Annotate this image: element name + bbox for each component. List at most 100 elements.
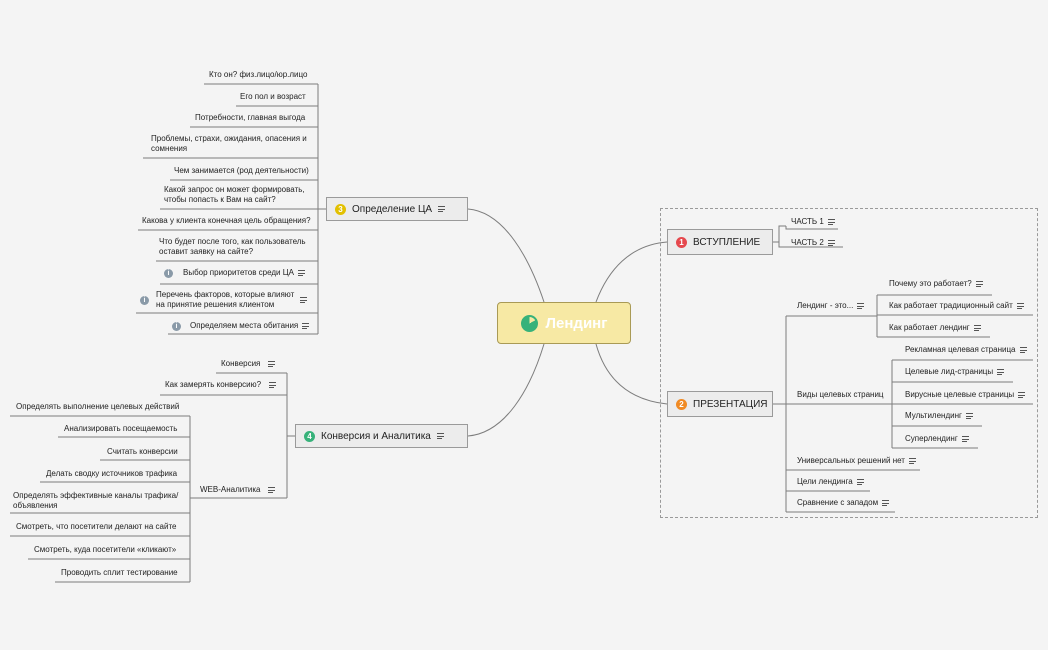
- ca-item-8[interactable]: Что будет после того, как пользователь о…: [159, 237, 311, 257]
- central-topic[interactable]: Лендинг: [497, 302, 631, 344]
- web-item-7[interactable]: Смотреть, куда посетители «кликают»: [34, 545, 176, 555]
- other-2-label: Цели лендинга: [797, 477, 853, 486]
- types-item-2[interactable]: Целевые лид-страницы: [905, 367, 1005, 377]
- priority-1-icon: 1: [676, 236, 687, 248]
- note-icon: [436, 433, 444, 439]
- ca-item-4-label: Проблемы, страхи, ожидания, опасения и с…: [151, 134, 307, 153]
- note-icon: [268, 361, 276, 367]
- ca-item-9-label: Выбор приоритетов среди ЦА: [183, 268, 294, 277]
- types-item-4[interactable]: Мультилендинг: [905, 411, 973, 421]
- ca-item-6-label: Какой запрос он может формировать, чтобы…: [164, 185, 305, 204]
- landing-is-item-1-label: Почему это работает?: [889, 279, 972, 288]
- note-icon: [298, 270, 305, 276]
- web-item-2[interactable]: Анализировать посещаемость: [64, 424, 177, 434]
- types-item-4-label: Мультилендинг: [905, 411, 962, 420]
- ca-item-9[interactable]: i Выбор приоритетов среди ЦА: [164, 268, 305, 278]
- conversion-item-1[interactable]: Конверсия: [221, 359, 276, 369]
- note-icon: [302, 323, 310, 329]
- conversion-item-2[interactable]: Как замерять конверсию?: [165, 380, 277, 390]
- web-item-1-label: Определять выполнение целевых действий: [16, 402, 180, 411]
- ca-item-11[interactable]: i Определяем места обитания: [172, 321, 310, 331]
- landing-is-item-1[interactable]: Почему это работает?: [889, 279, 983, 289]
- presentation-other-1[interactable]: Универсальных решений нет: [797, 456, 916, 466]
- landing-is-item-2-label: Как работает традиционный сайт: [889, 301, 1013, 310]
- note-icon: [1018, 392, 1026, 398]
- topic-vstuplenie[interactable]: 1 ВСТУПЛЕНИЕ: [667, 229, 773, 255]
- web-item-6[interactable]: Смотреть, что посетители делают на сайте: [16, 522, 176, 532]
- ca-item-10[interactable]: i Перечень факторов, которые влияют на п…: [140, 290, 307, 310]
- landing-is-item-2[interactable]: Как работает традиционный сайт: [889, 301, 1024, 311]
- web-item-4[interactable]: Делать сводку источников трафика: [46, 469, 177, 479]
- note-icon: [961, 436, 969, 442]
- info-icon: i: [172, 321, 181, 331]
- ca-item-1[interactable]: Кто он? физ.лицо/юр.лицо: [209, 70, 307, 80]
- priority-2-icon: 2: [676, 398, 687, 410]
- note-icon: [965, 413, 973, 419]
- types-item-1-label: Рекламная целевая страница: [905, 345, 1016, 354]
- note-icon: [1016, 303, 1024, 309]
- note-icon: [300, 297, 307, 303]
- vstuplenie-item-1[interactable]: ЧАСТЬ 1: [791, 217, 835, 227]
- note-icon: [827, 219, 835, 225]
- conversion-item-2-label: Как замерять конверсию?: [165, 380, 262, 389]
- web-item-2-label: Анализировать посещаемость: [64, 424, 178, 433]
- topic-vstuplenie-label: ВСТУПЛЕНИЕ: [693, 236, 761, 248]
- web-item-4-label: Делать сводку источников трафика: [46, 469, 178, 478]
- types-item-2-label: Целевые лид-страницы: [905, 367, 994, 376]
- vstuplenie-item-2-label: ЧАСТЬ 2: [791, 238, 824, 247]
- vstuplenie-item-2[interactable]: ЧАСТЬ 2: [791, 238, 835, 248]
- ca-item-8-label: Что будет после того, как пользователь о…: [159, 237, 306, 256]
- note-icon: [857, 303, 865, 309]
- ca-item-2[interactable]: Его пол и возраст: [240, 92, 306, 102]
- landing-is-item-3-label: Как работает лендинг: [889, 323, 970, 332]
- web-item-8-label: Проводить сплит тестирование: [61, 568, 178, 577]
- web-item-1[interactable]: Определять выполнение целевых действий: [16, 402, 179, 412]
- ca-item-7-label: Какова у клиента конечная цель обращения…: [142, 216, 311, 225]
- progress-pie-icon: [520, 314, 538, 332]
- note-icon: [268, 487, 276, 493]
- presentation-other-2[interactable]: Цели лендинга: [797, 477, 864, 487]
- types-item-5[interactable]: Суперлендинг: [905, 434, 969, 444]
- note-icon: [269, 382, 277, 388]
- note-icon: [908, 458, 916, 464]
- ca-item-4[interactable]: Проблемы, страхи, ожидания, опасения и с…: [151, 134, 311, 154]
- topic-ca[interactable]: 3 Определение ЦА: [326, 197, 468, 221]
- landing-is-item-3[interactable]: Как работает лендинг: [889, 323, 981, 333]
- ca-item-5[interactable]: Чем занимается (род деятельности): [174, 166, 309, 176]
- web-item-3[interactable]: Считать конверсии: [107, 447, 178, 457]
- web-item-5[interactable]: Определять эффективные каналы трафика/об…: [13, 491, 183, 511]
- ca-item-5-label: Чем занимается (род деятельности): [174, 166, 309, 175]
- presentation-other-3[interactable]: Сравнение с западом: [797, 498, 890, 508]
- note-icon: [997, 369, 1005, 375]
- types-item-3-label: Вирусные целевые страницы: [905, 390, 1015, 399]
- web-analytics[interactable]: WEB-Аналитика: [200, 485, 276, 495]
- topic-conversion[interactable]: 4 Конверсия и Аналитика: [295, 424, 468, 448]
- presentation-landing-is[interactable]: Лендинг - это...: [797, 301, 865, 311]
- note-icon: [1019, 347, 1027, 353]
- ca-item-2-label: Его пол и возраст: [240, 92, 306, 101]
- types-label: Виды целевых страниц: [797, 390, 884, 399]
- ca-item-10-label: Перечень факторов, которые влияют на при…: [156, 290, 295, 309]
- ca-item-3[interactable]: Потребности, главная выгода: [195, 113, 305, 123]
- types-item-1[interactable]: Рекламная целевая страница: [905, 345, 1027, 355]
- topic-presentation[interactable]: 2 ПРЕЗЕНТАЦИЯ: [667, 391, 773, 417]
- info-icon: i: [164, 268, 173, 278]
- note-icon: [973, 325, 981, 331]
- note-icon: [438, 206, 446, 212]
- priority-3-icon: 3: [335, 203, 346, 215]
- web-item-3-label: Считать конверсии: [107, 447, 178, 456]
- ca-item-11-label: Определяем места обитания: [190, 321, 299, 330]
- ca-item-1-label: Кто он? физ.лицо/юр.лицо: [209, 70, 308, 79]
- topic-ca-label: Определение ЦА: [352, 203, 433, 215]
- central-topic-label: Лендинг: [545, 314, 608, 332]
- note-icon: [975, 281, 983, 287]
- vstuplenie-item-1-label: ЧАСТЬ 1: [791, 217, 824, 226]
- presentation-types[interactable]: Виды целевых страниц: [797, 390, 884, 400]
- ca-item-6[interactable]: Какой запрос он может формировать, чтобы…: [164, 185, 314, 205]
- types-item-3[interactable]: Вирусные целевые страницы: [905, 390, 1026, 400]
- note-icon: [856, 479, 864, 485]
- ca-item-7[interactable]: Какова у клиента конечная цель обращения…: [142, 216, 311, 226]
- landing-is-label: Лендинг - это...: [797, 301, 854, 310]
- web-item-8[interactable]: Проводить сплит тестирование: [61, 568, 178, 578]
